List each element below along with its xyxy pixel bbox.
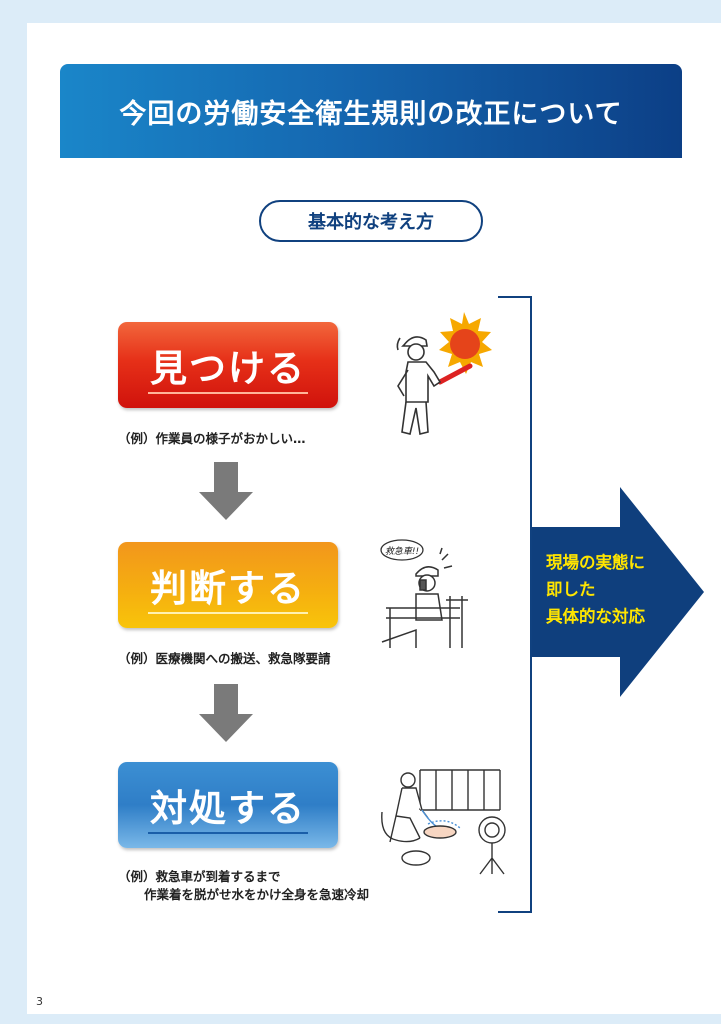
step-find-example: （例）作業員の様子がおかしい… xyxy=(118,431,306,446)
page-title: 今回の労働安全衛生規則の改正について xyxy=(60,64,682,158)
sun-icon xyxy=(439,312,492,374)
step-act-box: 対処する xyxy=(118,762,338,848)
step-find-label: 見つける xyxy=(150,347,306,390)
result-line-3: 具体的な対応 xyxy=(546,607,645,626)
steps-bracket xyxy=(498,296,532,913)
result-arrow xyxy=(532,487,704,697)
result-text: 現場の実態に 即した 具体的な対応 xyxy=(546,549,645,630)
concept-label: 基本的な考え方 xyxy=(259,200,483,242)
down-arrow-icon xyxy=(199,684,253,742)
phone-bubble-text: 救急車!! xyxy=(385,546,419,557)
step-act-label: 対処する xyxy=(150,787,306,830)
down-arrow-icon xyxy=(199,462,253,520)
cooling-worker-icon xyxy=(381,769,506,875)
step-judge-label: 判断する xyxy=(150,567,306,610)
heatstroke-worker-icon xyxy=(396,312,492,435)
page-number: 3 xyxy=(36,995,43,1008)
step-act-example-line2: 作業着を脱がせ水をかけ全身を急速冷却 xyxy=(144,887,370,902)
page xyxy=(27,23,721,1014)
step-judge-example: （例）医療機関への搬送、救急隊要請 xyxy=(118,651,331,666)
step-find-box: 見つける xyxy=(118,322,338,408)
result-line-1: 現場の実態に xyxy=(546,553,645,572)
result-line-2: 即した xyxy=(546,580,596,599)
step-judge-box: 判断する xyxy=(118,542,338,628)
phone-call-worker-icon: 救急車!! xyxy=(380,539,468,648)
step-act-example: （例）救急車が到着するまで xyxy=(118,869,281,884)
